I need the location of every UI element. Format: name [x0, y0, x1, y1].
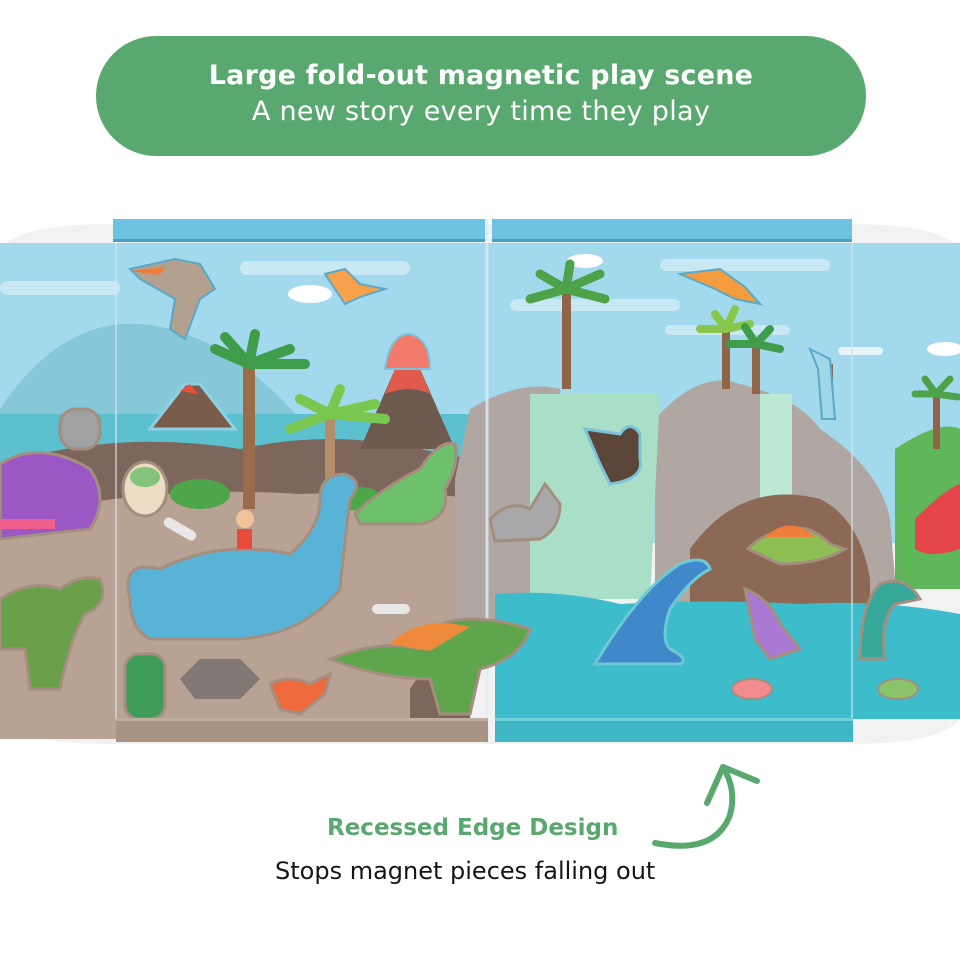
product-photo: [0, 219, 960, 749]
bottom-rail: [116, 718, 853, 742]
banner-subtitle: A new story every time they play: [251, 96, 711, 127]
caption-title: Recessed Edge Design: [327, 815, 619, 841]
top-rail: [113, 219, 852, 242]
magnet-pieces: [0, 257, 923, 721]
headline-banner: Large fold-out magnetic play scene A new…: [96, 36, 866, 156]
caption-subtitle: Stops magnet pieces falling out: [275, 857, 656, 885]
curved-arrow-icon: [645, 755, 765, 860]
banner-title: Large fold-out magnetic play scene: [208, 60, 754, 91]
